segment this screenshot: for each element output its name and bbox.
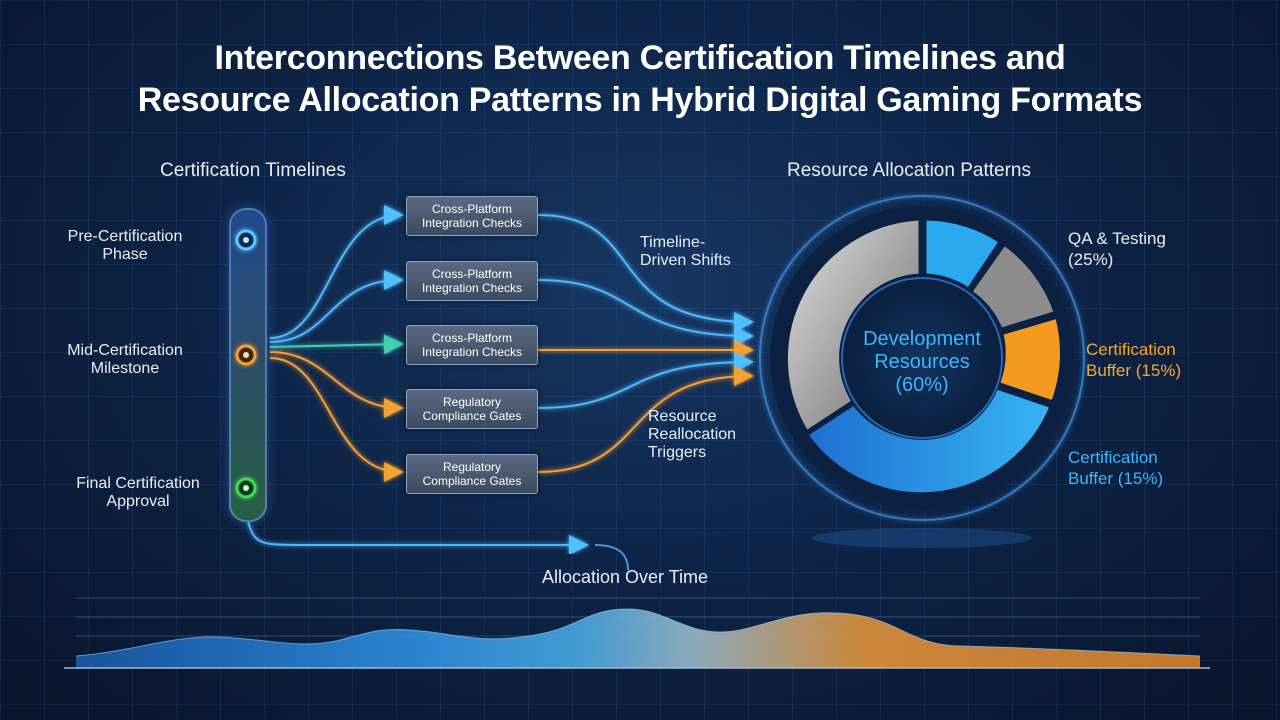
title-line-2: Resource Allocation Patterns in Hybrid D… [137,81,1143,119]
connector-to-box-2 [269,270,404,343]
connector-to-box-5 [269,357,404,482]
flow-1 [537,214,754,332]
title-line-1: Interconnections Between Certification T… [214,39,1066,77]
certification-timelines-heading: Certification Timelines [160,160,346,181]
flow-5 [537,366,754,473]
donut-segment-qa-blue [923,217,1003,292]
label-qa-testing: QA & Testing(25%) [1068,229,1166,269]
connector-to-box-3 [269,334,404,355]
flow-2 [537,279,754,346]
connector-group-left [269,205,404,482]
allocation-donut [759,195,1085,548]
donut-segment-qa-grey [968,242,1058,332]
connector-group-right [537,214,754,473]
allocation-curve [594,544,629,571]
allocation-over-time-heading: Allocation Over Time [542,567,709,587]
resource-allocation-heading: Resource Allocation Patterns [787,160,1031,181]
connector-to-box-1 [269,205,404,339]
allocation-over-time-chart [64,597,1210,669]
annotation-timeline-shifts: Timeline-Driven Shifts [640,234,731,269]
allocation-wave [76,608,1200,668]
connector-to-box-4 [269,351,404,418]
flow-4 [537,352,754,409]
donut-segment-buffer-orange [996,315,1063,404]
